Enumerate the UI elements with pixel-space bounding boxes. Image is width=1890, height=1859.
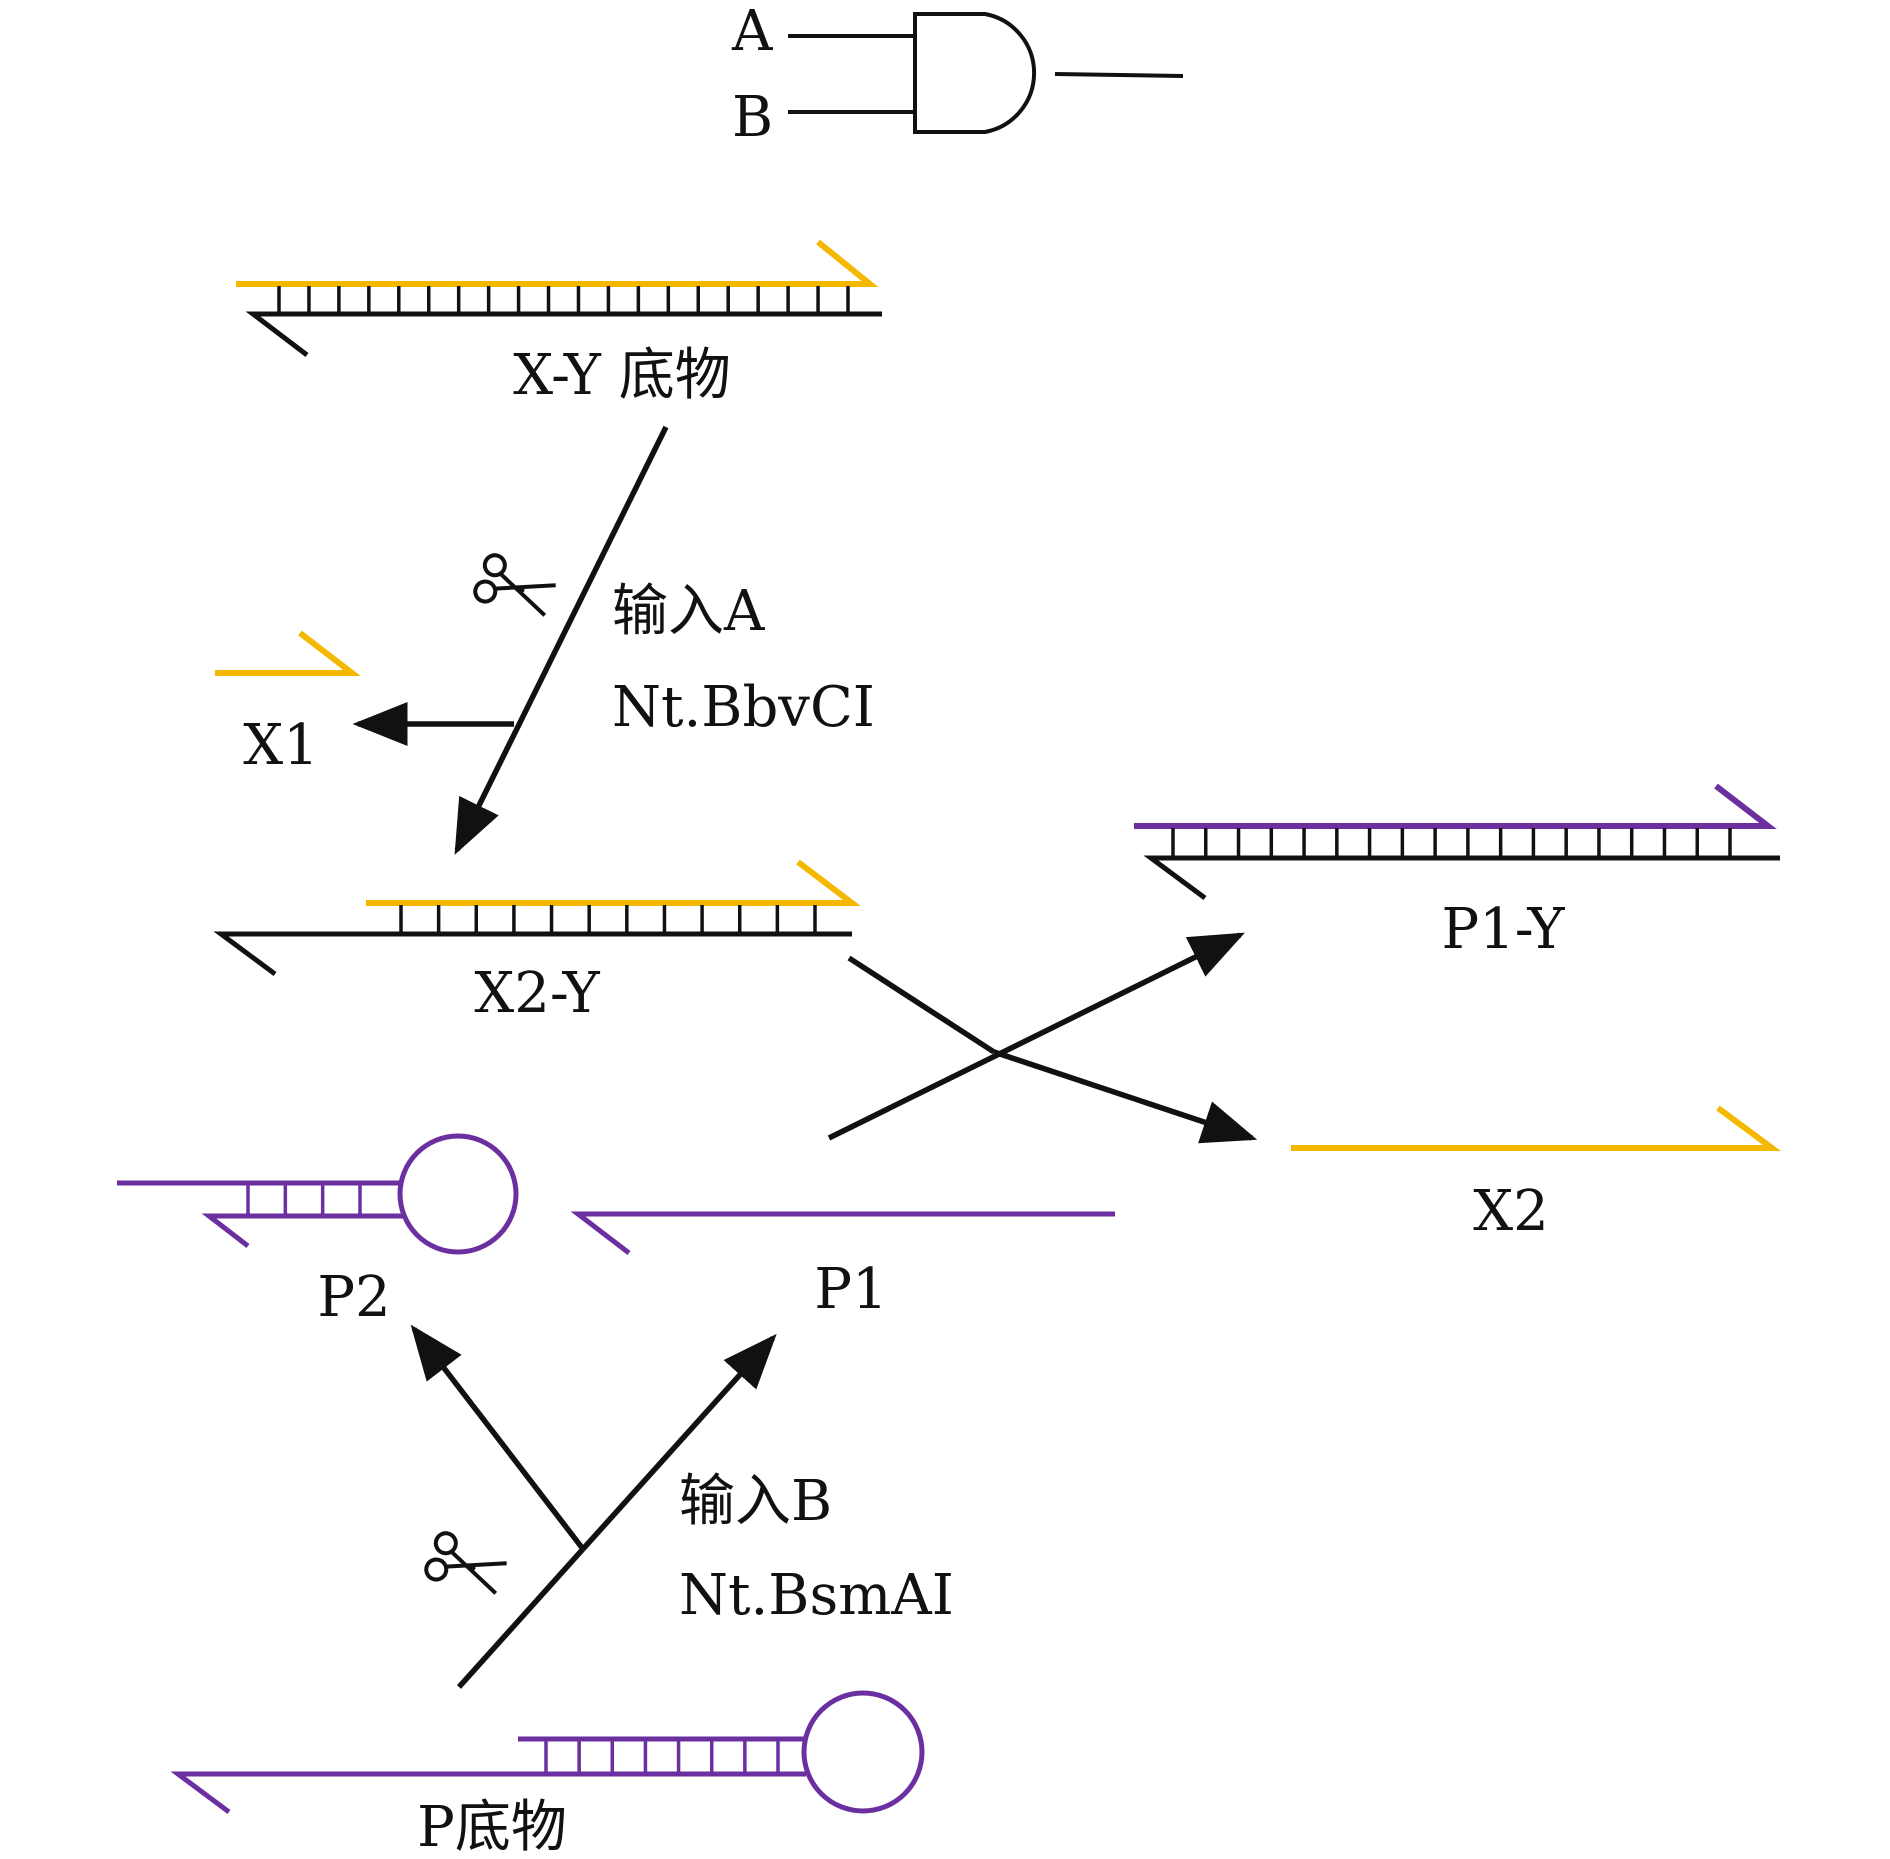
- p1-strand: P1: [570, 1211, 1115, 1322]
- reaction-b: 输入B Nt.BsmAI: [410, 1324, 954, 1689]
- to-x2-arrow: [847, 955, 996, 1055]
- x2y-duplex: X2-Y: [213, 859, 861, 1026]
- input-a-label: 输入A: [612, 579, 765, 644]
- x1-label: X1: [243, 713, 319, 778]
- p1y-label: P1-Y: [1441, 897, 1565, 962]
- x1-yellow-strand: [215, 630, 361, 676]
- enzyme-a-label: Nt.BbvCI: [612, 675, 875, 740]
- scissors-icon: [473, 553, 556, 617]
- to-p1y-arrow: [827, 932, 1245, 1141]
- x2y-base-pairs: [399, 905, 817, 934]
- xy-substrate-duplex: X-Y 底物: [236, 239, 882, 408]
- x2-strand: X2: [1291, 1105, 1782, 1244]
- and-gate: A B: [731, 0, 1184, 150]
- enzyme-b-label: Nt.BsmAI: [679, 1563, 954, 1628]
- to-p2-arrow: [410, 1324, 586, 1551]
- p-substrate-loop: [801, 1690, 925, 1814]
- p2-base-pairs: [246, 1185, 362, 1216]
- x2-yellow-strand: [1291, 1105, 1782, 1151]
- p-substrate-bottom-strand: [170, 1771, 806, 1815]
- gate-input-a-label: A: [731, 0, 773, 64]
- p1y-base-pairs: [1171, 828, 1732, 858]
- input-b-label: 输入B: [679, 1469, 832, 1534]
- x2-label: X2: [1473, 1179, 1549, 1244]
- xy-substrate-label: X-Y 底物: [513, 343, 730, 408]
- x2y-label: X2-Y: [474, 961, 600, 1026]
- reaction-b-main-line: [456, 1547, 586, 1689]
- to-x2-arrow-head-line: [993, 1049, 1258, 1144]
- and-gate-body: [913, 12, 1037, 134]
- reaction-a: 输入A Nt.BbvCI: [352, 425, 875, 855]
- p1y-duplex: P1-Y: [1134, 783, 1780, 962]
- p1-label: P1: [814, 1257, 887, 1322]
- p2-hairpin: P2: [117, 1133, 519, 1330]
- p1y-purple-strand: [1134, 783, 1777, 829]
- p2-loop: [397, 1133, 519, 1255]
- p-substrate-base-pairs: [544, 1741, 780, 1774]
- scissors-icon: [424, 1531, 507, 1595]
- x2y-black-strand: [213, 931, 852, 977]
- strand-displacement: [827, 932, 1258, 1144]
- p2-bottom-strand: [201, 1213, 403, 1248]
- gate-output-wire: [1054, 72, 1184, 78]
- gate-input-b-label: B: [732, 85, 773, 150]
- p2-label: P2: [317, 1265, 390, 1330]
- p-substrate-label: P底物: [417, 1795, 567, 1859]
- xy-yellow-strand: [236, 239, 879, 287]
- x1-fragment: X1: [215, 630, 361, 778]
- p-substrate-hairpin: P底物: [170, 1690, 925, 1859]
- xy-black-strand: [245, 311, 882, 357]
- xy-base-pairs: [277, 286, 850, 314]
- x2y-yellow-strand: [366, 859, 861, 906]
- to-p1-arrow: [580, 1333, 777, 1551]
- reaction-a-main-arrow: [454, 425, 669, 855]
- p1y-black-strand: [1143, 855, 1780, 901]
- p1-purple-strand: [570, 1211, 1115, 1255]
